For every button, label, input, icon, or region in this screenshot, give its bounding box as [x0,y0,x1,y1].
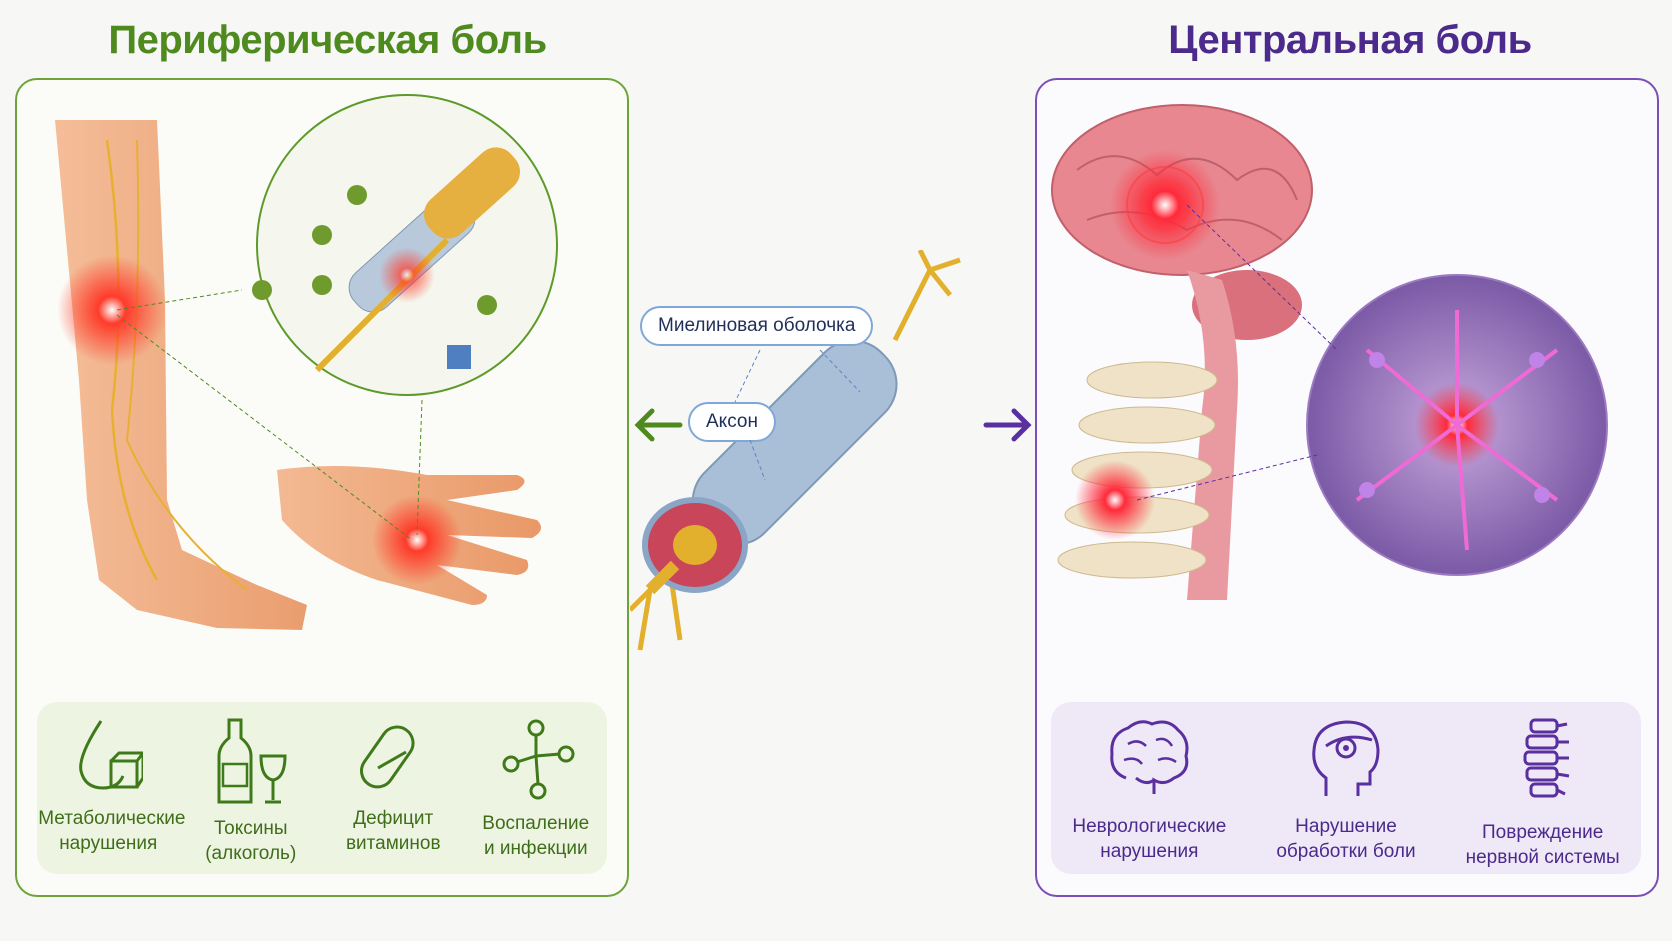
cause-metabolic: Метаболические нарушения [38,702,186,856]
cause-neurological: Неврологические нарушения [1064,702,1234,864]
drop-cube-icon [79,720,144,790]
axon-label: Аксон [688,402,776,442]
cause-label: Нарушение обработки боли [1276,816,1416,862]
bottle-glass-icon [217,718,287,804]
cause-label: Неврологические нарушения [1072,816,1227,862]
central-pain-title: Центральная боль [1168,18,1532,62]
cause-label: Дефицит витаминов [345,808,441,854]
cause-label: Воспаление и инфекции [482,813,590,859]
spine-icon [1523,718,1569,798]
arrow-left-icon [634,408,683,442]
brain-spine-illustration [1051,104,1608,600]
peripheral-causes-box: Метаболические нарушения Токсины (алкого… [37,702,607,874]
cause-nervous-damage: Повреждение нервной системы [1458,702,1628,870]
peripheral-pain-title: Периферическая боль [108,18,547,62]
leg-hand-illustration [55,94,558,630]
central-pain-panel: Неврологические нарушения Нарушение обра… [1035,78,1659,897]
cause-pain-processing: Нарушение обработки боли [1261,702,1431,864]
central-causes-box: Неврологические нарушения Нарушение обра… [1051,702,1641,874]
molecule-icon [502,719,575,800]
capsule-icon [360,725,415,789]
cause-label: Токсины (алкоголь) [205,818,297,864]
cause-label: Метаболические нарушения [38,808,186,854]
brain-icon [1110,720,1189,794]
cause-vitamin-deficit: Дефицит витаминов [323,702,463,856]
arrow-right-icon [983,408,1032,442]
cause-label: Повреждение нервной системы [1465,822,1620,868]
head-profile-icon [1312,720,1380,796]
cause-inflammation: Воспаление и инфекции [466,702,606,861]
cause-toxins: Токсины (алкоголь) [181,702,321,866]
myelin-sheath-label: Миелиновая оболочка [640,306,874,346]
peripheral-pain-panel: Метаболические нарушения Токсины (алкого… [15,78,629,897]
